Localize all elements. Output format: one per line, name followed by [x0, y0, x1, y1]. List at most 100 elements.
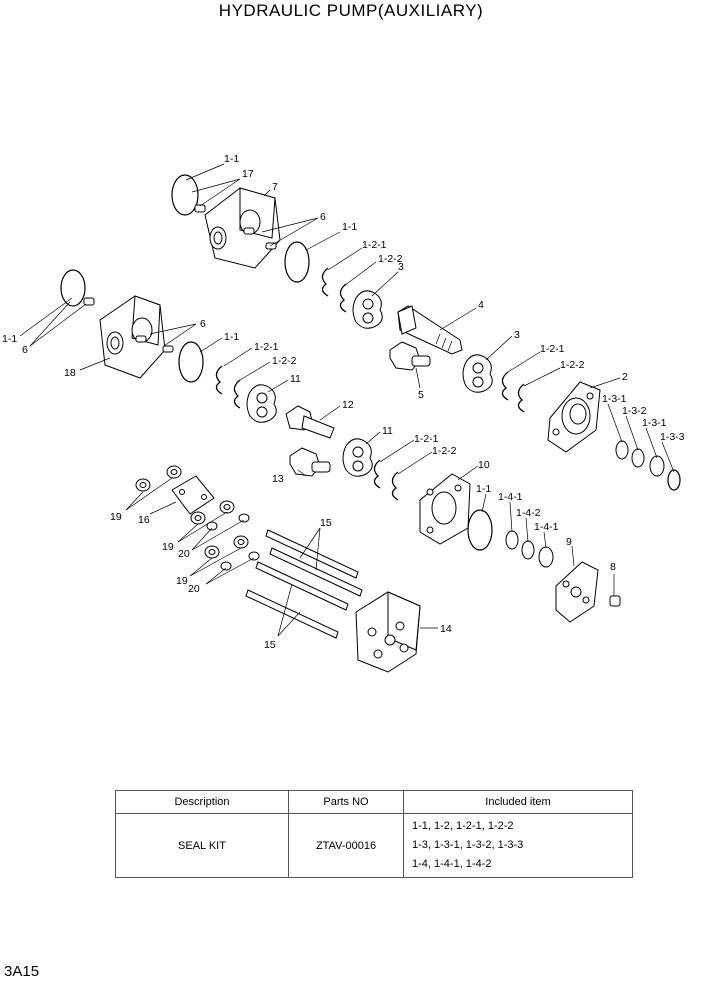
drive-shaft-4	[397, 305, 463, 355]
pump-body-18	[99, 295, 174, 379]
backup-ring	[391, 471, 399, 501]
gear-13	[289, 447, 331, 477]
included-item-line: 1-3, 1-3-1, 1-3-2, 1-3-3	[412, 839, 524, 851]
label-5: 5	[418, 389, 424, 401]
bushing-3	[352, 290, 383, 329]
nut	[204, 545, 220, 559]
label-2: 2	[622, 371, 628, 383]
label-19: 19	[162, 541, 174, 553]
label-7: 7	[272, 181, 278, 193]
washer	[248, 551, 260, 561]
label-8: 8	[610, 561, 616, 573]
label-1-1: 1-1	[2, 333, 17, 345]
bushing-11	[246, 384, 277, 423]
label-1-2-1: 1-2-1	[540, 343, 565, 355]
shaft-seal-1-3-1	[615, 440, 629, 460]
nut	[219, 500, 235, 514]
seal-1-4-1	[538, 546, 554, 568]
table-row: SEAL KIT ZTAV-00016 1-1, 1-2, 1-2-1, 1-2…	[115, 813, 633, 878]
label-1-2-1: 1-2-1	[362, 239, 387, 251]
plate-9	[555, 561, 599, 623]
bushing-11	[342, 438, 373, 477]
seal	[373, 459, 381, 489]
seal-kit-table: Description Parts NO Included item SEAL …	[115, 790, 633, 878]
label-1-2-2: 1-2-2	[432, 445, 457, 457]
seal	[321, 267, 329, 297]
label-1-3-1: 1-3-1	[602, 393, 627, 405]
header-parts-no: Parts NO	[288, 790, 404, 814]
label-9: 9	[566, 536, 572, 548]
page-number: 3A15	[4, 963, 40, 980]
snap-ring-1-3-3	[667, 469, 681, 491]
nut	[233, 535, 249, 549]
washer	[238, 513, 250, 523]
label-6: 6	[320, 211, 326, 223]
plug-8	[609, 595, 621, 607]
o-ring	[171, 174, 199, 216]
page-title: HYDRAULIC PUMP(AUXILIARY)	[218, 1, 484, 20]
seal-1-4-1	[505, 530, 519, 550]
label-4: 4	[478, 299, 484, 311]
tie-bolt-15	[265, 529, 359, 579]
label-1-2-1: 1-2-1	[254, 341, 279, 353]
label-6: 6	[22, 344, 28, 356]
shaft-seal-1-3-2	[631, 448, 645, 468]
label-11: 11	[382, 425, 393, 437]
label-1-2-1: 1-2-1	[414, 433, 439, 445]
o-ring	[178, 341, 204, 383]
label-12: 12	[342, 399, 354, 411]
label-20: 20	[178, 548, 190, 560]
cell-parts-no: ZTAV-00016	[288, 813, 404, 878]
label-16: 16	[138, 514, 150, 526]
label-1-2-2: 1-2-2	[272, 355, 297, 367]
label-17: 17	[242, 168, 254, 180]
cover-10	[419, 473, 471, 545]
dowel-pin	[194, 204, 206, 213]
gear-12	[285, 405, 335, 439]
shaft-seal-1-3-1	[649, 455, 665, 477]
label-3: 3	[398, 261, 404, 273]
washer	[220, 561, 232, 571]
label-18: 18	[64, 367, 76, 379]
included-item-line: 1-4, 1-4-1, 1-4-2	[412, 858, 492, 870]
dowel-pin	[83, 297, 95, 306]
label-15: 15	[264, 639, 276, 651]
header-description: Description	[115, 790, 289, 814]
tie-bolt-15	[245, 589, 339, 639]
backup-ring	[339, 283, 347, 313]
end-cover-14	[355, 591, 421, 673]
nut	[190, 511, 206, 525]
washer	[206, 521, 218, 531]
label-1-1: 1-1	[476, 483, 491, 495]
bushing-3	[462, 354, 493, 393]
tie-bolt-15	[255, 561, 349, 611]
table-header-row: Description Parts NO Included item	[115, 790, 633, 814]
seal	[215, 365, 223, 395]
label-20: 20	[188, 583, 200, 595]
included-item-line: 1-1, 1-2, 1-2-1, 1-2-2	[412, 820, 514, 832]
label-1-2-2: 1-2-2	[378, 253, 403, 265]
label-19: 19	[110, 511, 122, 523]
label-13: 13	[272, 473, 284, 485]
label-1-1: 1-1	[224, 331, 239, 343]
label-1-4-1: 1-4-1	[534, 521, 559, 533]
backup-ring	[517, 383, 525, 413]
cell-included-items: 1-1, 1-2, 1-2-1, 1-2-2 1-3, 1-3-1, 1-3-2…	[403, 813, 633, 878]
header-included-item: Included item	[403, 790, 633, 814]
label-11: 11	[290, 373, 301, 385]
exploded-parts-diagram: 1-1 17 7 6 1-1 1-2-1 1-2-2 3 4 1-1 6 18 …	[2, 153, 685, 673]
label-1-3-2: 1-3-2	[622, 405, 647, 417]
pump-body-7	[204, 187, 281, 269]
o-ring	[284, 241, 310, 283]
label-19: 19	[176, 575, 188, 587]
plate-16	[171, 475, 215, 515]
label-3: 3	[514, 329, 520, 341]
label-10: 10	[478, 459, 490, 471]
o-ring-1-1	[467, 509, 493, 551]
label-1-3-1: 1-3-1	[642, 417, 667, 429]
leader-lines	[19, 163, 675, 637]
o-ring	[60, 269, 86, 307]
backup-ring	[233, 379, 241, 409]
seal-1-4-2	[521, 540, 535, 560]
tie-bolt-15	[269, 547, 363, 597]
